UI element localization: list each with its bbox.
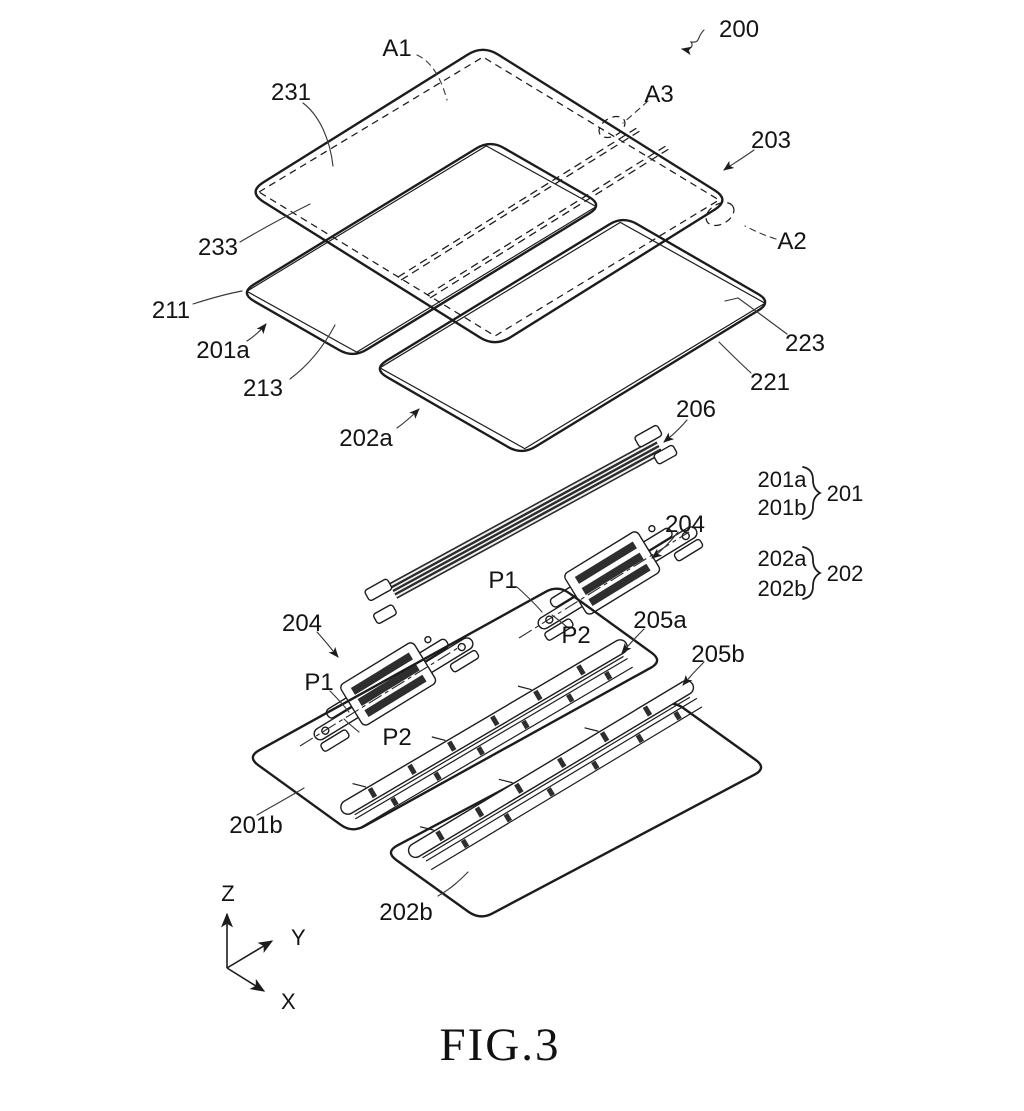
legend-group-201: 201a 201b 201 bbox=[758, 466, 864, 520]
ref-221: 221 bbox=[750, 369, 790, 396]
frame-left-half bbox=[245, 142, 598, 356]
x-axis-label: X bbox=[281, 989, 296, 1014]
legend-202: 202 bbox=[827, 561, 864, 586]
leader-a2 bbox=[744, 225, 777, 240]
leader-203 bbox=[723, 149, 755, 171]
cover-inner-dashed-outline bbox=[257, 56, 721, 337]
leader-201a bbox=[246, 323, 267, 342]
legend-201a: 201a bbox=[758, 467, 808, 492]
bottom-plate-right bbox=[389, 702, 763, 918]
ref-231: 231 bbox=[271, 79, 311, 106]
leader-a3 bbox=[622, 100, 649, 124]
leader-p2-right bbox=[551, 614, 568, 628]
top-cover-panel bbox=[254, 48, 735, 344]
bottom-plate-left bbox=[251, 587, 659, 831]
ref-204-left: 204 bbox=[282, 610, 322, 637]
ref-223: 223 bbox=[785, 330, 825, 357]
ref-213: 213 bbox=[243, 375, 283, 402]
leader-205a bbox=[621, 628, 645, 654]
leader-204-right bbox=[651, 531, 679, 559]
x-axis bbox=[226, 967, 266, 992]
ref-206: 206 bbox=[676, 396, 716, 423]
rail-end-clips-bottom bbox=[364, 578, 397, 624]
leader-206 bbox=[663, 419, 688, 443]
legend-202b: 202b bbox=[758, 576, 807, 601]
leader-a1 bbox=[416, 54, 448, 101]
legend-201: 201 bbox=[827, 481, 864, 506]
plate-slot-band-right bbox=[425, 697, 703, 871]
y-axis bbox=[226, 940, 274, 969]
leader-lines bbox=[192, 29, 788, 897]
ref-204-right: 204 bbox=[665, 511, 705, 538]
ref-p2-left: P2 bbox=[382, 724, 411, 751]
fold-area-lines bbox=[397, 115, 673, 299]
support-strip-205a bbox=[331, 627, 632, 821]
leader-213 bbox=[289, 324, 336, 380]
leader-202b bbox=[437, 871, 469, 897]
leader-p2-left bbox=[343, 718, 360, 733]
ref-a2: A2 bbox=[777, 228, 806, 255]
leader-202a bbox=[396, 408, 420, 429]
leader-223 bbox=[724, 297, 788, 335]
leader-201b bbox=[256, 787, 305, 816]
legend-group-202: 202a 202b 202 bbox=[758, 546, 864, 601]
rail-end-clips-top bbox=[634, 424, 678, 465]
leader-233 bbox=[239, 203, 311, 243]
fold-area-a3-marker bbox=[598, 115, 626, 139]
legend-brace-201 bbox=[802, 466, 822, 520]
ref-233: 233 bbox=[198, 234, 238, 261]
ref-202b: 202b bbox=[379, 899, 432, 926]
ref-201a: 201a bbox=[196, 337, 250, 364]
ref-p1-right: P1 bbox=[488, 567, 517, 594]
leader-211 bbox=[192, 290, 243, 305]
ref-a3: A3 bbox=[644, 81, 673, 108]
leader-221 bbox=[718, 341, 752, 374]
corner-a2-marker bbox=[705, 201, 735, 227]
ref-203: 203 bbox=[751, 127, 791, 154]
axis-line-left bbox=[299, 645, 462, 747]
ref-p1-left: P1 bbox=[304, 669, 333, 696]
axis-triad: Z Y X bbox=[221, 881, 306, 1014]
figure-caption: FIG.3 bbox=[440, 1019, 561, 1071]
ref-200: 200 bbox=[719, 16, 759, 43]
ref-a1: A1 bbox=[382, 35, 411, 62]
ref-205a: 205a bbox=[633, 607, 687, 634]
leader-200 bbox=[681, 29, 705, 56]
y-axis-label: Y bbox=[291, 925, 306, 950]
leader-p1-right bbox=[516, 586, 543, 613]
leader-204-left bbox=[316, 631, 339, 658]
callout-labels: 200 A1 231 A3 203 A2 233 211 201a 213 22… bbox=[152, 16, 825, 926]
leader-p1-left bbox=[329, 690, 350, 713]
leader-205b bbox=[682, 661, 705, 686]
frame-right-half bbox=[378, 218, 767, 453]
ref-202a: 202a bbox=[339, 425, 393, 452]
ref-p2-right: P2 bbox=[561, 622, 590, 649]
legend-201b: 201b bbox=[758, 495, 807, 520]
ref-201b: 201b bbox=[229, 812, 282, 839]
ref-211: 211 bbox=[152, 297, 190, 324]
legend-202a: 202a bbox=[758, 546, 808, 571]
hinge-rail bbox=[364, 424, 678, 624]
leader-231 bbox=[302, 102, 334, 167]
z-axis-label: Z bbox=[221, 881, 234, 906]
ref-205b: 205b bbox=[691, 641, 744, 668]
legend-brace-202 bbox=[802, 546, 822, 600]
